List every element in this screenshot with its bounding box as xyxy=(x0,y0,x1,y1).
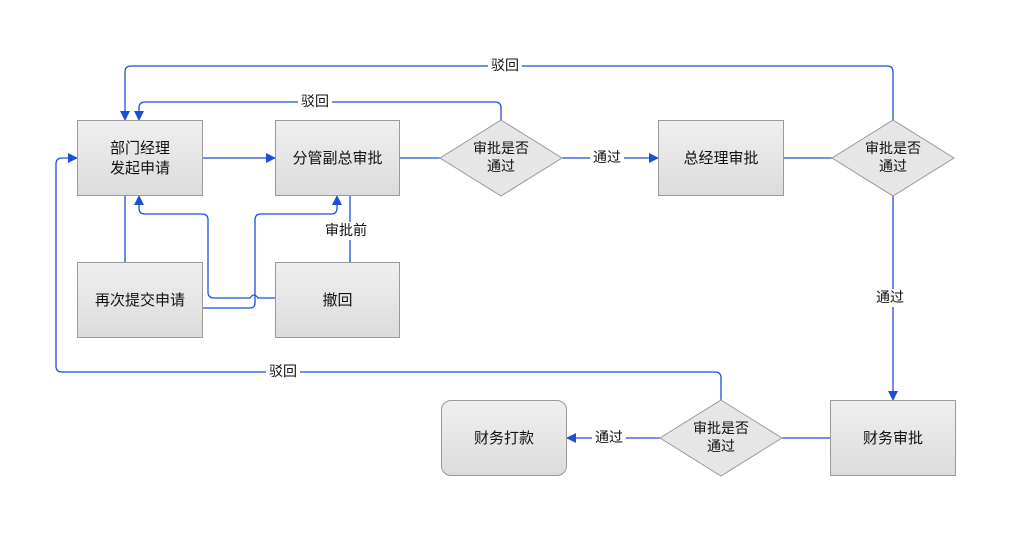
edge-label-before-approval: 审批前 xyxy=(322,222,370,240)
edge-label-pass-d2: 通过 xyxy=(873,289,907,307)
node-vice-gm-approval: 分管副总审批 xyxy=(275,120,400,196)
node-finance-payment: 财务打款 xyxy=(441,400,567,476)
node-dept-manager-request: 部门经理 发起申请 xyxy=(77,120,203,196)
edge-label-pass-d1: 通过 xyxy=(590,149,624,167)
decision-diamond-2 xyxy=(831,119,955,197)
node-withdraw: 撤回 xyxy=(275,262,400,338)
edge-resubmit-to-vicegm xyxy=(203,195,342,309)
node-finance-approval: 财务审批 xyxy=(830,400,956,476)
edge-label-pass-d3: 通过 xyxy=(592,429,626,447)
decision-label-1: 审批是否 通过 xyxy=(473,141,529,175)
node-gm-approval: 总经理审批 xyxy=(658,120,784,196)
decision-label-2: 审批是否 通过 xyxy=(865,141,921,175)
edge-label-reject-mid: 驳回 xyxy=(298,93,332,111)
decision-diamond-1 xyxy=(439,119,563,197)
edge-reject-bottom xyxy=(55,153,722,400)
edge-label-reject-bottom: 驳回 xyxy=(266,363,300,381)
node-resubmit-request: 再次提交申请 xyxy=(77,262,203,338)
decision-label-3: 审批是否 通过 xyxy=(693,421,749,455)
edge-label-reject-top: 驳回 xyxy=(488,57,522,75)
decision-diamond-3 xyxy=(659,399,783,477)
edge-withdraw-to-dept xyxy=(134,195,275,299)
